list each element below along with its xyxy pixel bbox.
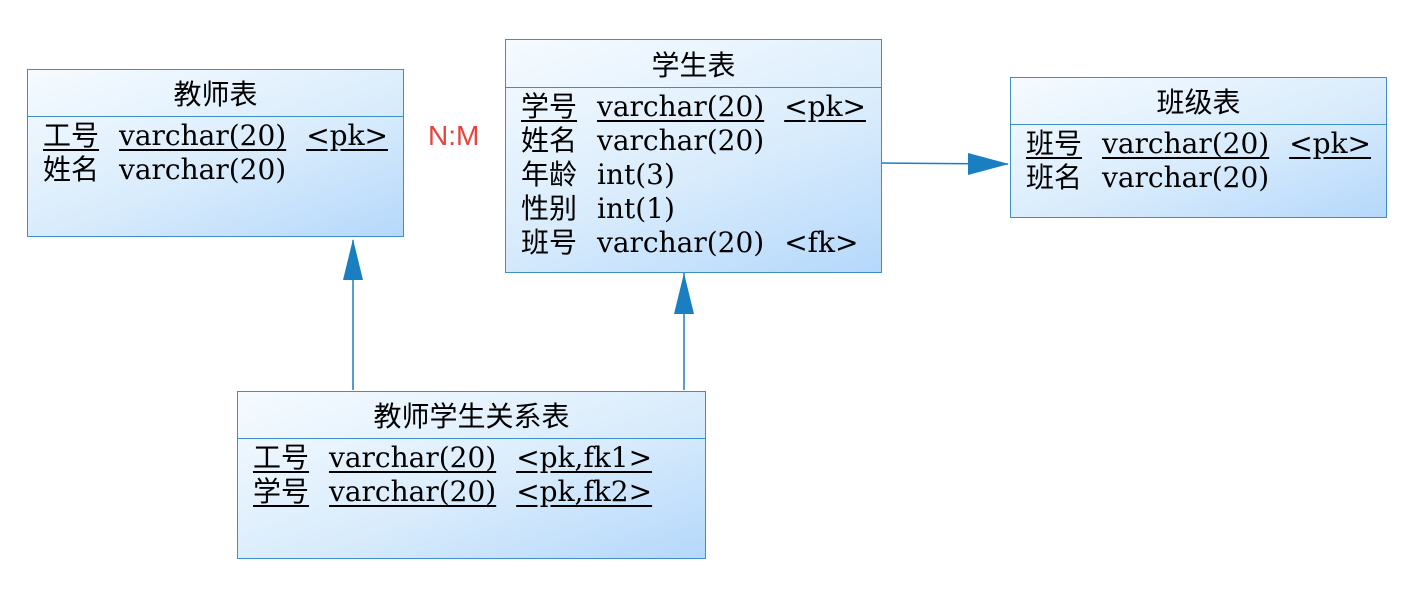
field-key [1289, 161, 1381, 195]
field-key: <pk> [1289, 127, 1371, 160]
field-key: <pk,fk2> [516, 475, 653, 508]
field-row: 班号 varchar(20) <fk> [521, 226, 876, 260]
teacher-fields: 工号 varchar(20) <pk> 姓名 varchar(20) [43, 119, 398, 187]
field-key: <fk> [784, 226, 859, 259]
field-row: 年龄 int(3) [521, 158, 876, 192]
field-name: 班名 [1026, 161, 1083, 194]
field-type: varchar(20) [1102, 127, 1270, 160]
field-key: <pk> [306, 119, 388, 152]
field-key [784, 158, 876, 192]
field-name: 学号 [521, 90, 578, 123]
teacher-table-title: 教师表 [28, 70, 403, 117]
field-type: varchar(20) [597, 124, 765, 157]
field-key: <pk,fk1> [516, 441, 653, 474]
relationship-label: N:M [428, 120, 480, 151]
field-type: varchar(20) [119, 119, 287, 152]
student-table-title: 学生表 [506, 40, 881, 88]
class-table[interactable]: 班级表 班号 varchar(20) <pk> 班名 varchar(20) [1010, 77, 1387, 218]
field-name: 姓名 [521, 124, 578, 157]
field-row: 姓名 varchar(20) [43, 153, 398, 187]
field-row: 性别 int(1) [521, 192, 876, 226]
field-row: 班名 varchar(20) [1026, 161, 1381, 195]
field-row: 学号 varchar(20) <pk,fk2> [253, 475, 662, 509]
field-type: varchar(20) [329, 475, 497, 508]
teacher-table[interactable]: 教师表 工号 varchar(20) <pk> 姓名 varchar(20) [27, 69, 404, 237]
field-name: 学号 [253, 475, 310, 508]
arrowhead-teacher [343, 239, 363, 280]
field-name: 年龄 [521, 158, 578, 191]
field-name: 班号 [521, 226, 578, 259]
field-type: varchar(20) [597, 226, 765, 259]
field-name: 性别 [521, 192, 578, 225]
field-type: varchar(20) [597, 90, 765, 123]
field-row: 工号 varchar(20) <pk> [43, 119, 398, 153]
field-row: 工号 varchar(20) <pk,fk1> [253, 441, 662, 475]
teacher-student-fields: 工号 varchar(20) <pk,fk1> 学号 varchar(20) <… [253, 441, 662, 509]
arrowhead-class [968, 153, 1009, 175]
field-key [784, 124, 876, 158]
field-row: 学号 varchar(20) <pk> [521, 90, 876, 124]
field-key: <pk> [784, 90, 866, 123]
field-type: varchar(20) [119, 153, 287, 186]
field-type: varchar(20) [329, 441, 497, 474]
teacher-student-table[interactable]: 教师学生关系表 工号 varchar(20) <pk,fk1> 学号 varch… [237, 391, 706, 559]
class-fields: 班号 varchar(20) <pk> 班名 varchar(20) [1026, 127, 1381, 195]
field-name: 班号 [1026, 127, 1083, 160]
arrowhead-student [674, 273, 694, 314]
student-table[interactable]: 学生表 学号 varchar(20) <pk> 姓名 varchar(20) 年… [505, 39, 882, 273]
field-type: int(3) [597, 158, 675, 191]
field-key [306, 153, 398, 187]
field-row: 班号 varchar(20) <pk> [1026, 127, 1381, 161]
field-type: int(1) [597, 192, 675, 225]
teacher-student-table-title: 教师学生关系表 [238, 392, 705, 439]
field-type: varchar(20) [1102, 161, 1270, 194]
field-name: 姓名 [43, 153, 100, 186]
field-row: 姓名 varchar(20) [521, 124, 876, 158]
field-name: 工号 [43, 119, 100, 152]
field-key [784, 192, 876, 226]
field-name: 工号 [253, 441, 310, 474]
class-table-title: 班级表 [1011, 78, 1386, 125]
student-fields: 学号 varchar(20) <pk> 姓名 varchar(20) 年龄 in… [521, 90, 876, 260]
